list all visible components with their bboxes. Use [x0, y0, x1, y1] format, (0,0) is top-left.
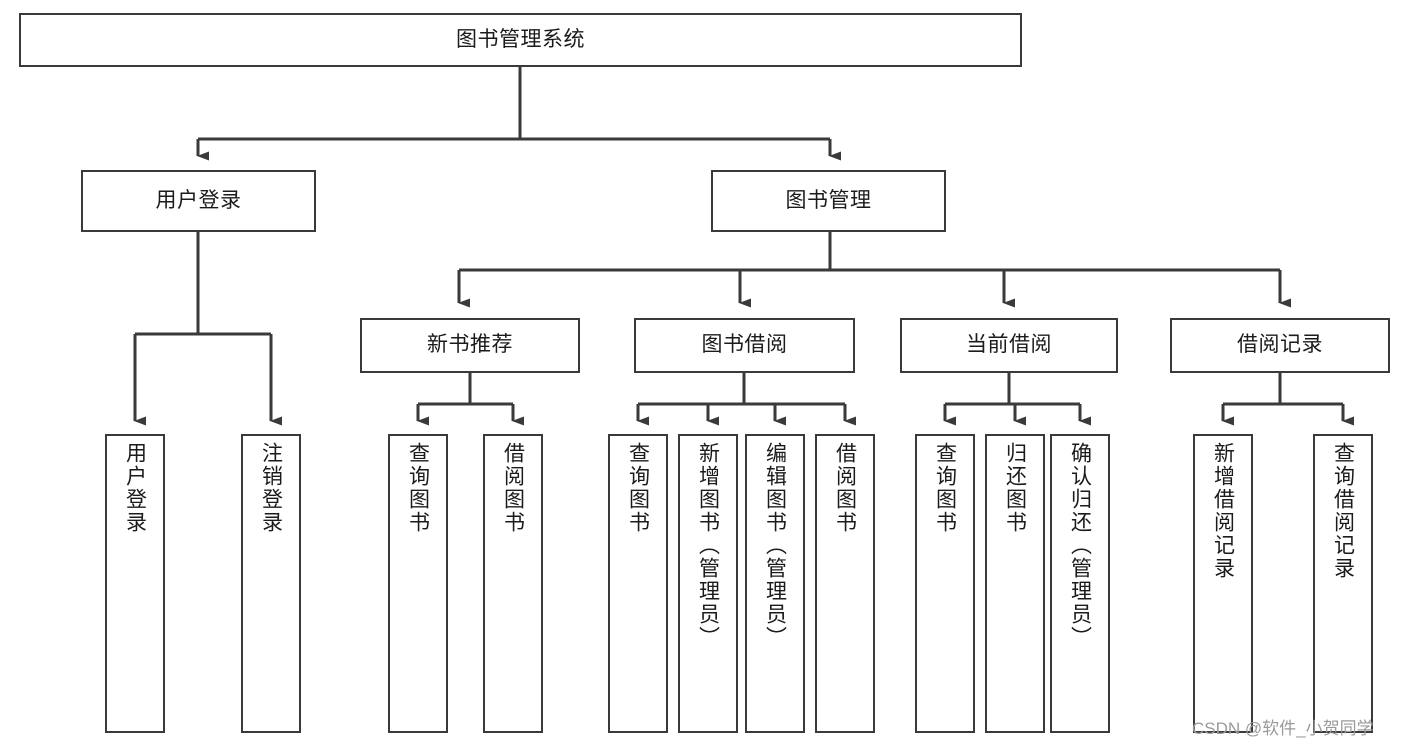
leaf-borrow-record-2-label: 查询借阅记录	[1331, 442, 1355, 580]
leaf-borrow-record-1-label: 新增借阅记录	[1211, 442, 1235, 580]
leaf-book-borrow-2[interactable]: 新增图书（管理员）	[678, 434, 738, 733]
node-book-management-label: 图书管理	[785, 188, 872, 212]
node-root[interactable]: 图书管理系统	[19, 13, 1022, 67]
leaf-new-book-1[interactable]: 查询图书	[388, 434, 448, 733]
watermark-text: CSDN @软件_小贺同学	[1192, 719, 1374, 738]
leaf-borrow-record-1[interactable]: 新增借阅记录	[1193, 434, 1253, 733]
node-book-management[interactable]: 图书管理	[711, 170, 946, 232]
node-book-borrow-label: 图书借阅	[701, 333, 788, 357]
node-user-login[interactable]: 用户登录	[81, 170, 316, 232]
node-current-borrow-label: 当前借阅	[966, 333, 1052, 357]
leaf-book-borrow-4[interactable]: 借阅图书	[815, 434, 875, 733]
node-new-book-recommend-label: 新书推荐	[427, 333, 513, 357]
node-user-login-label: 用户登录	[155, 188, 242, 212]
leaf-new-book-1-label: 查询图书	[406, 442, 430, 534]
node-new-book-recommend[interactable]: 新书推荐	[360, 318, 580, 373]
leaf-user-login-2-label: 注销登录	[259, 442, 283, 534]
leaf-user-login-1-label: 用户登录	[123, 442, 147, 534]
leaf-user-login-1[interactable]: 用户登录	[105, 434, 165, 733]
leaf-book-borrow-3-label: 编辑图书（管理员）	[763, 442, 787, 649]
leaf-book-borrow-2-label: 新增图书（管理员）	[696, 442, 720, 649]
leaf-book-borrow-4-label: 借阅图书	[833, 442, 857, 534]
node-book-borrow[interactable]: 图书借阅	[634, 318, 855, 373]
leaf-current-borrow-1[interactable]: 查询图书	[915, 434, 975, 733]
leaf-new-book-2[interactable]: 借阅图书	[483, 434, 543, 733]
leaf-borrow-record-2[interactable]: 查询借阅记录	[1313, 434, 1373, 733]
node-current-borrow[interactable]: 当前借阅	[900, 318, 1118, 373]
leaf-book-borrow-1-label: 查询图书	[626, 442, 650, 534]
leaf-current-borrow-3-label: 确认归还（管理员）	[1068, 442, 1092, 649]
node-borrow-record-label: 借阅记录	[1237, 333, 1323, 357]
leaf-new-book-2-label: 借阅图书	[501, 442, 525, 534]
leaf-book-borrow-3[interactable]: 编辑图书（管理员）	[745, 434, 805, 733]
leaf-current-borrow-1-label: 查询图书	[933, 442, 957, 534]
leaf-current-borrow-3[interactable]: 确认归还（管理员）	[1050, 434, 1110, 733]
node-borrow-record[interactable]: 借阅记录	[1170, 318, 1390, 373]
leaf-current-borrow-2-label: 归还图书	[1003, 442, 1027, 534]
leaf-current-borrow-2[interactable]: 归还图书	[985, 434, 1045, 733]
leaf-user-login-2[interactable]: 注销登录	[241, 434, 301, 733]
node-root-label: 图书管理系统	[456, 27, 585, 51]
leaf-book-borrow-1[interactable]: 查询图书	[608, 434, 668, 733]
